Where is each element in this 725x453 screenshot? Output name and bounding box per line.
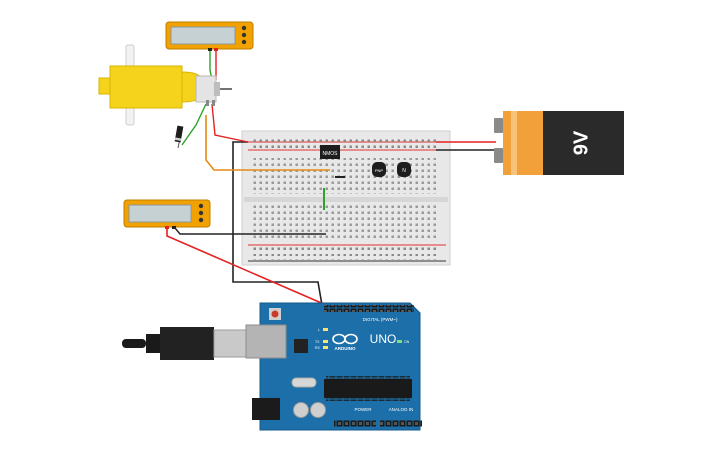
led-rx (323, 346, 328, 349)
led-on-label: ON (404, 340, 410, 344)
reset-button[interactable] (271, 310, 279, 318)
atmega-chip (324, 379, 412, 398)
wire-orange-motor[interactable] (205, 115, 330, 171)
arduino-dc-jack (252, 398, 280, 420)
led-tx-label: TX (315, 340, 320, 344)
battery-terminal-positive (494, 118, 503, 133)
led-on (397, 340, 402, 343)
battery-9v[interactable]: 9V (494, 111, 624, 175)
power-label: POWER (354, 407, 372, 412)
terminal-strip-bottom (250, 205, 436, 241)
power-header[interactable] (334, 420, 376, 427)
bottom-rail-holes-1 (250, 247, 436, 253)
analog-label: ANALOG IN (389, 407, 414, 412)
wire-red-multimeter-arduino[interactable] (166, 228, 327, 306)
arduino-usb-jack (245, 324, 287, 359)
center-channel (244, 197, 448, 202)
dc-motor[interactable] (98, 44, 232, 126)
battery-label: 9V (570, 130, 592, 155)
usb-plug-metal (213, 329, 247, 358)
arduino-uno[interactable]: DIGITAL (PWM~) ARDUINO UNO L TX RX ON PO… (245, 302, 422, 431)
usb-cable[interactable] (122, 327, 247, 360)
multimeter-bottom-dial-1 (198, 203, 204, 209)
battery-terminal-negative (494, 148, 503, 163)
multimeter-top-dial-2 (241, 32, 247, 38)
wire-green-diode[interactable] (181, 103, 207, 146)
led-l (323, 328, 328, 331)
transistor-pnp[interactable]: PNP (372, 162, 386, 177)
top-rail-holes-2 (250, 143, 436, 149)
wire-black-ground[interactable] (232, 141, 323, 306)
transistor-npn[interactable]: N (397, 162, 411, 177)
mosfet-label: NMOS (323, 151, 339, 157)
transistor-npn-label: N (402, 168, 406, 174)
capacitor-1 (293, 402, 309, 418)
multimeter-top-dial-1 (241, 25, 247, 31)
analog-header[interactable] (380, 420, 422, 427)
led-rx-label: RX (315, 346, 321, 350)
transistor-pnp-label: PNP (375, 168, 384, 173)
bottom-rail-holes-2 (250, 254, 436, 260)
digital-header[interactable] (324, 305, 414, 312)
diode[interactable] (174, 125, 184, 149)
multimeter-bottom-dial-3 (198, 217, 204, 223)
led-tx (323, 340, 328, 343)
led-l-label: L (318, 328, 320, 332)
multimeter-top-dial-3 (241, 39, 247, 45)
arduino-brand: ARDUINO (335, 346, 356, 351)
multimeter-bottom-dial-2 (198, 210, 204, 216)
capacitor-2 (310, 402, 326, 418)
multimeter-bottom[interactable] (123, 199, 211, 229)
motor-can (195, 75, 217, 103)
top-rail-holes-1 (250, 136, 436, 142)
breadboard[interactable] (241, 130, 451, 266)
mosfet[interactable]: NMOS (320, 145, 340, 159)
arduino-logo (332, 333, 358, 345)
wire-red-motor-breadboard[interactable] (211, 103, 249, 143)
digital-label: DIGITAL (PWM~) (363, 317, 398, 322)
multimeter-top[interactable] (165, 21, 254, 51)
usb-chip (294, 339, 308, 353)
arduino-model: UNO (370, 332, 397, 346)
crystal (291, 377, 317, 388)
wire-black-multimeter[interactable] (174, 227, 326, 235)
